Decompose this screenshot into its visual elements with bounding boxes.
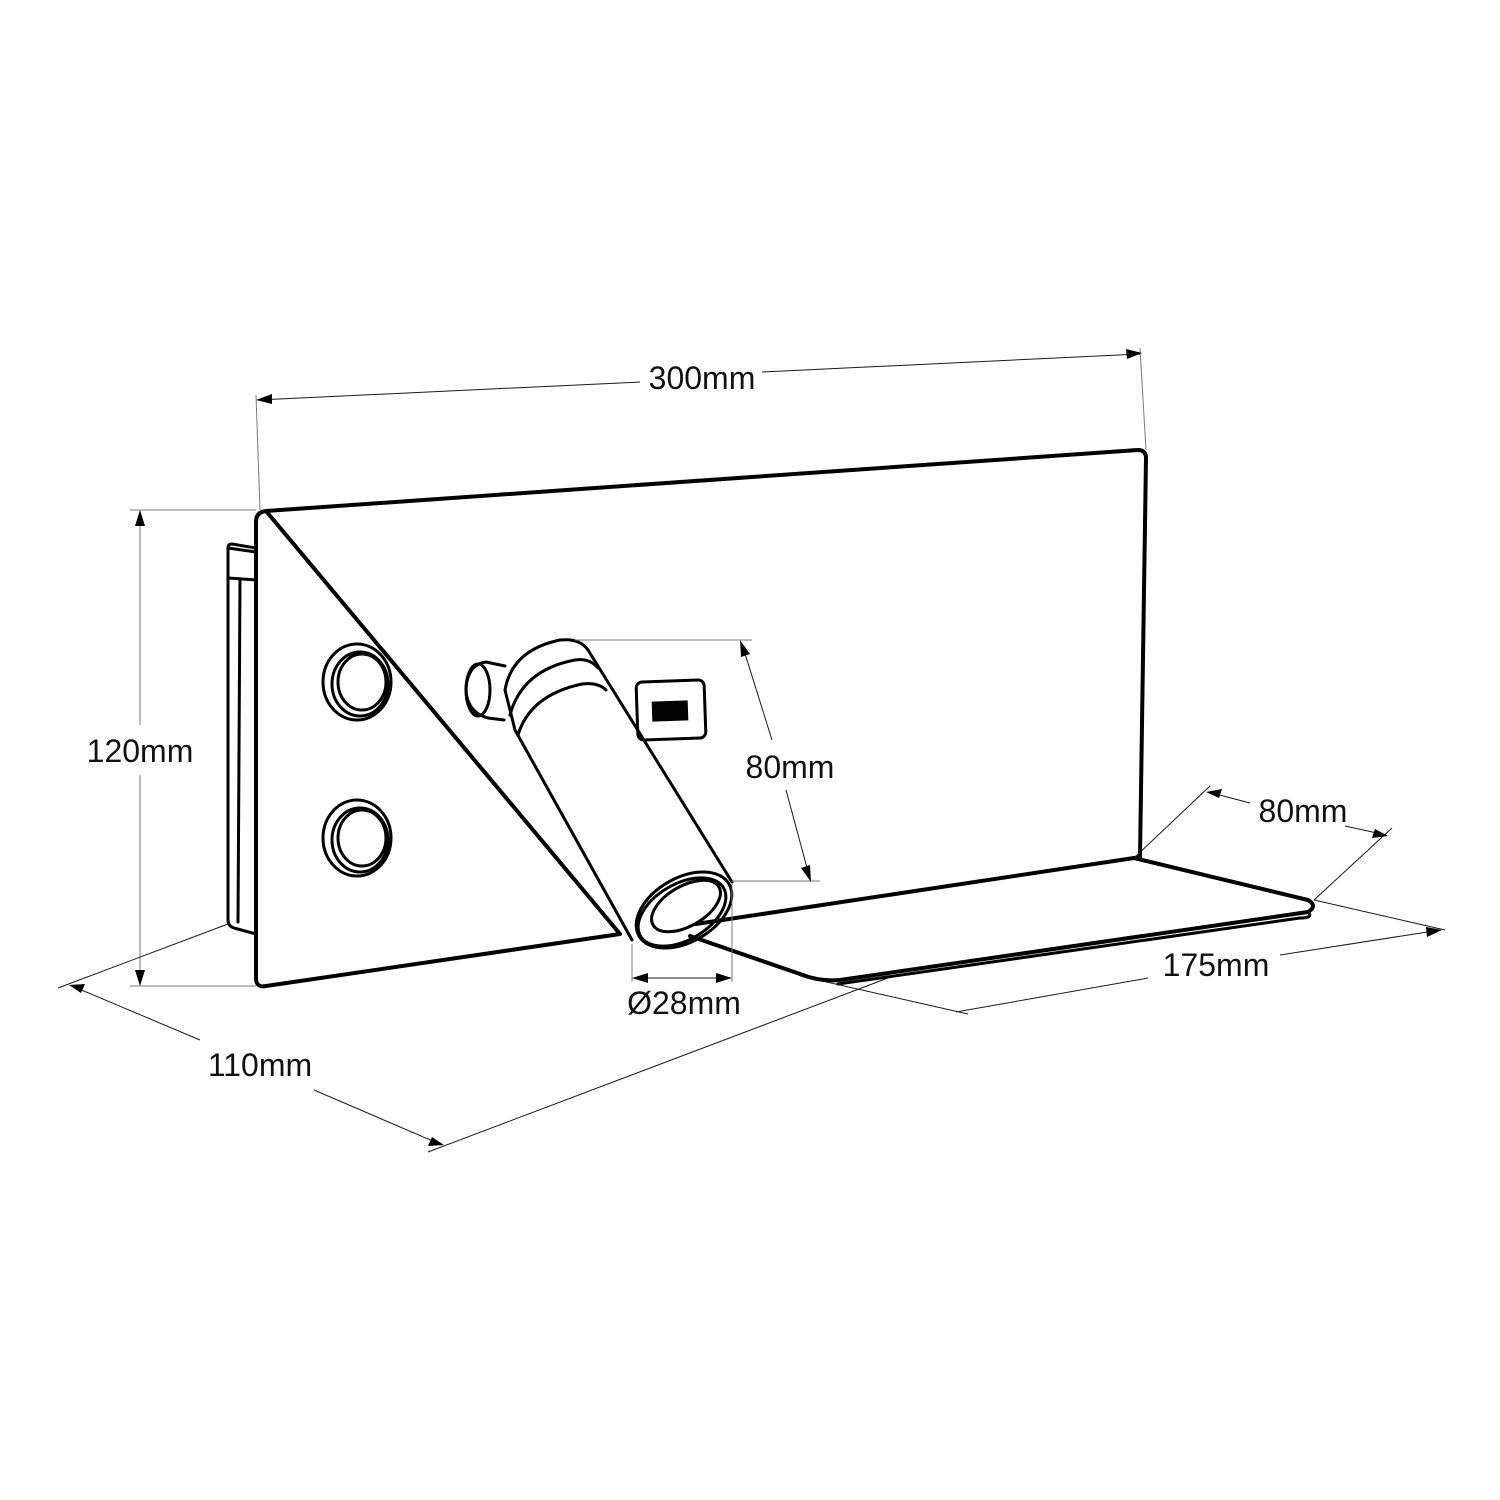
label-height: 120mm — [87, 733, 194, 769]
back-box — [226, 542, 258, 936]
label-spot-diameter: Ø28mm — [627, 985, 741, 1021]
dim-height-120 — [130, 509, 256, 987]
label-shelf-length: 175mm — [1163, 947, 1270, 983]
dim-depth-110 — [57, 923, 889, 1153]
dim-shelf-length-175 — [799, 899, 1446, 1015]
label-shelf-depth: 80mm — [1259, 793, 1348, 829]
push-button-bottom — [321, 798, 393, 878]
dim-width-300 — [255, 347, 1147, 511]
dim-spot-length-80 — [575, 639, 820, 882]
front-plate — [254, 448, 1148, 989]
dim-spot-diameter-28 — [631, 884, 733, 983]
shelf — [688, 856, 1315, 986]
push-button-top — [321, 642, 393, 722]
label-spot-length: 80mm — [746, 749, 835, 785]
usb-port — [634, 678, 708, 742]
dim-shelf-depth-80 — [1133, 785, 1393, 901]
label-depth: 110mm — [208, 1047, 312, 1083]
label-width: 300mm — [649, 360, 756, 396]
spotlight — [464, 638, 734, 950]
